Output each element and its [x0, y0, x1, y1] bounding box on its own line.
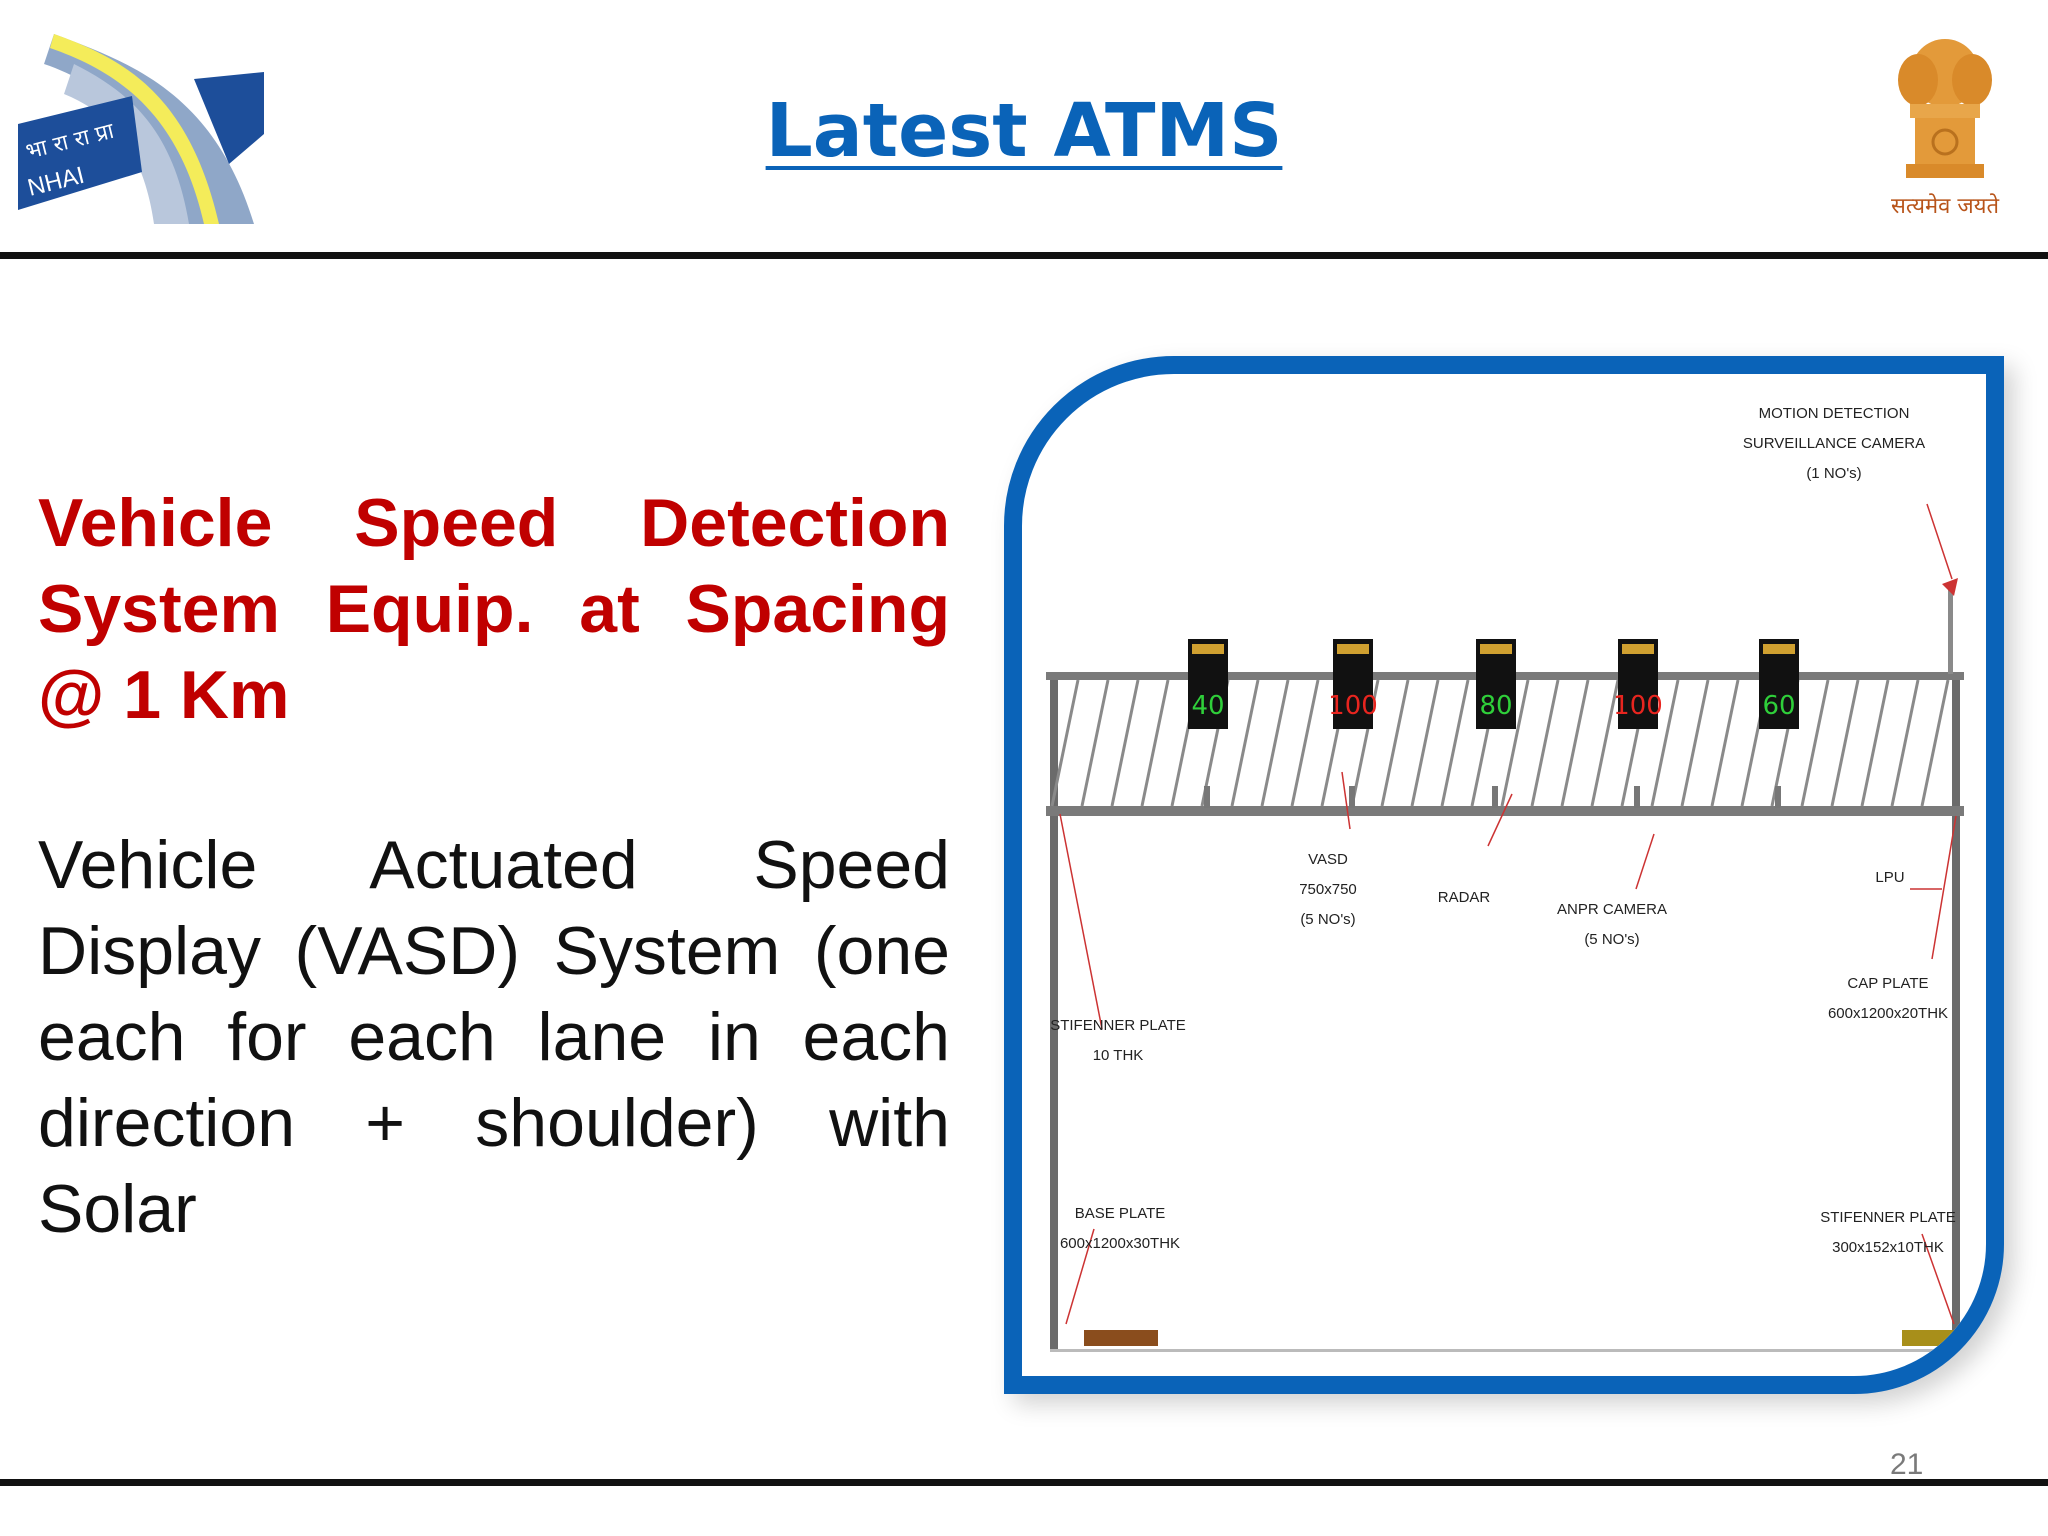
vasd-sign: 40	[1188, 639, 1228, 808]
label-radar: RADAR	[1438, 889, 1491, 906]
label-motion-camera: MOTION DETECTION SURVEILLANCE CAMERA (1 NO…	[1743, 405, 1925, 482]
right-foundation	[1902, 1330, 1962, 1346]
label-stiffener-right: STIFENNER PLATE 300x152x10THK	[1820, 1209, 1956, 1256]
footer-divider	[0, 1479, 2048, 1486]
label-line: CAP PLATE	[1847, 975, 1928, 992]
page-number: 21	[1890, 1448, 1924, 1481]
label-anpr-camera: ANPR CAMERA (5 NO's)	[1557, 901, 1667, 948]
page-title: Latest ATMS	[765, 88, 1283, 174]
vasd-sign: 100	[1613, 639, 1663, 808]
vasd-sign-value: 100	[1328, 691, 1378, 721]
label-vasd: VASD 750x750 (5 NO's)	[1299, 851, 1357, 928]
section-body: Vehicle Actuated Speed Display (VASD) Sy…	[38, 827, 950, 1247]
label-line: STIFENNER PLATE	[1050, 1017, 1186, 1034]
label-line: RADAR	[1438, 889, 1491, 906]
vasd-sign: 80	[1476, 639, 1516, 808]
label-line: 600x1200x30THK	[1060, 1235, 1180, 1252]
camera-pole	[1948, 589, 1953, 674]
left-foundation	[1084, 1330, 1158, 1346]
vasd-sign-value: 40	[1191, 691, 1224, 721]
label-line: (5 NO's)	[1584, 931, 1639, 948]
label-line: MOTION DETECTION	[1759, 405, 1910, 422]
gantry-diagram-frame: 40 100 80 100 60 MOTION DETECTION SURVEILLANC…	[1004, 356, 2004, 1394]
label-line: (5 NO's)	[1300, 911, 1355, 928]
vasd-sign: 100	[1328, 639, 1378, 808]
label-lpu: LPU	[1875, 869, 1904, 886]
label-line: STIFENNER PLATE	[1820, 1209, 1956, 1226]
vasd-sign-value: 80	[1479, 691, 1512, 721]
label-base-plate: BASE PLATE 600x1200x30THK	[1060, 1205, 1180, 1252]
label-line: BASE PLATE	[1075, 1205, 1166, 1222]
surveillance-camera-icon	[1942, 578, 1958, 596]
vasd-sign-value: 60	[1762, 691, 1795, 721]
section-heading: Vehicle Speed Detection System Equip. at…	[38, 485, 950, 733]
label-stiffener-left: STIFENNER PLATE 10 THK	[1050, 1017, 1186, 1064]
national-emblem-icon: सत्यमेव जयते	[1891, 39, 1999, 219]
ground-line	[1050, 1349, 1960, 1352]
label-line: 600x1200x20THK	[1828, 1005, 1948, 1022]
vasd-sign: 60	[1759, 639, 1799, 808]
emblem-motto: सत्यमेव जयते	[1891, 193, 1999, 219]
vasd-signs: 40 100 80 100 60	[1188, 639, 1799, 808]
right-post	[1952, 679, 1960, 1349]
label-line: 750x750	[1299, 881, 1357, 898]
truss-diagonals	[1050, 679, 1950, 807]
header-divider	[0, 252, 2048, 259]
label-line: VASD	[1308, 851, 1348, 868]
label-line: ANPR CAMERA	[1557, 901, 1667, 918]
truss-bottom-chord	[1046, 806, 1964, 816]
label-line: SURVEILLANCE CAMERA	[1743, 435, 1925, 452]
vasd-sign-value: 100	[1613, 691, 1663, 721]
left-post	[1050, 679, 1058, 1349]
gantry-diagram: 40 100 80 100 60 MOTION DETECTION SURVEILLANC…	[1046, 405, 1964, 1352]
nhai-logo-icon: भा रा रा प्रा NHAI	[18, 34, 264, 224]
label-line: (1 NO's)	[1806, 465, 1861, 482]
label-line: 10 THK	[1093, 1047, 1144, 1064]
label-cap-plate: CAP PLATE 600x1200x20THK	[1828, 975, 1948, 1022]
label-line: LPU	[1875, 869, 1904, 886]
label-line: 300x152x10THK	[1832, 1239, 1944, 1256]
